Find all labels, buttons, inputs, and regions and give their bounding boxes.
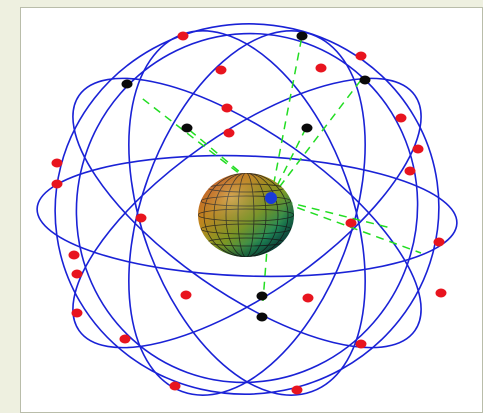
figure-panel [20, 7, 483, 413]
red-satellite [221, 103, 233, 113]
red-satellite [433, 237, 445, 247]
red-satellite [355, 51, 367, 61]
red-satellite [51, 179, 63, 189]
red-satellite [71, 308, 83, 318]
visibility-line [270, 79, 362, 199]
red-satellite [169, 381, 181, 391]
orbit-ring-7 [75, 32, 419, 384]
orbit-diagram [36, 23, 458, 396]
orbit-ring-2 [72, 77, 422, 349]
red-satellite [404, 166, 416, 176]
black-satellite [359, 75, 371, 85]
red-satellite [177, 31, 189, 41]
red-satellite [412, 144, 424, 154]
orbit-ring-6 [36, 154, 458, 278]
black-satellite [301, 123, 313, 133]
red-satellite [71, 269, 83, 279]
red-satellite [119, 334, 131, 344]
red-satellite [315, 63, 327, 73]
visibility-line [270, 35, 303, 199]
observer-marker [265, 192, 277, 204]
red-satellite [135, 213, 147, 223]
red-satellite [215, 65, 227, 75]
red-satellite [291, 385, 303, 395]
red-satellite [51, 158, 63, 168]
orbit-ring-4 [128, 30, 366, 396]
red-satellite [355, 339, 367, 349]
red-satellites [51, 31, 447, 395]
earth-globe [198, 173, 294, 257]
black-satellite [181, 123, 193, 133]
black-satellite [121, 79, 133, 89]
black-satellite [256, 291, 268, 301]
black-satellites [121, 31, 371, 322]
red-satellite [345, 218, 357, 228]
visibility-lines [138, 35, 422, 302]
orbit-ring-3 [72, 77, 422, 349]
red-satellite [395, 113, 407, 123]
black-satellite [256, 312, 268, 322]
red-satellite [302, 293, 314, 303]
black-satellite [296, 31, 308, 41]
red-satellite [180, 290, 192, 300]
red-satellite [68, 250, 80, 260]
visibility-line [270, 197, 422, 254]
red-satellite [223, 128, 235, 138]
red-satellite [435, 288, 447, 298]
